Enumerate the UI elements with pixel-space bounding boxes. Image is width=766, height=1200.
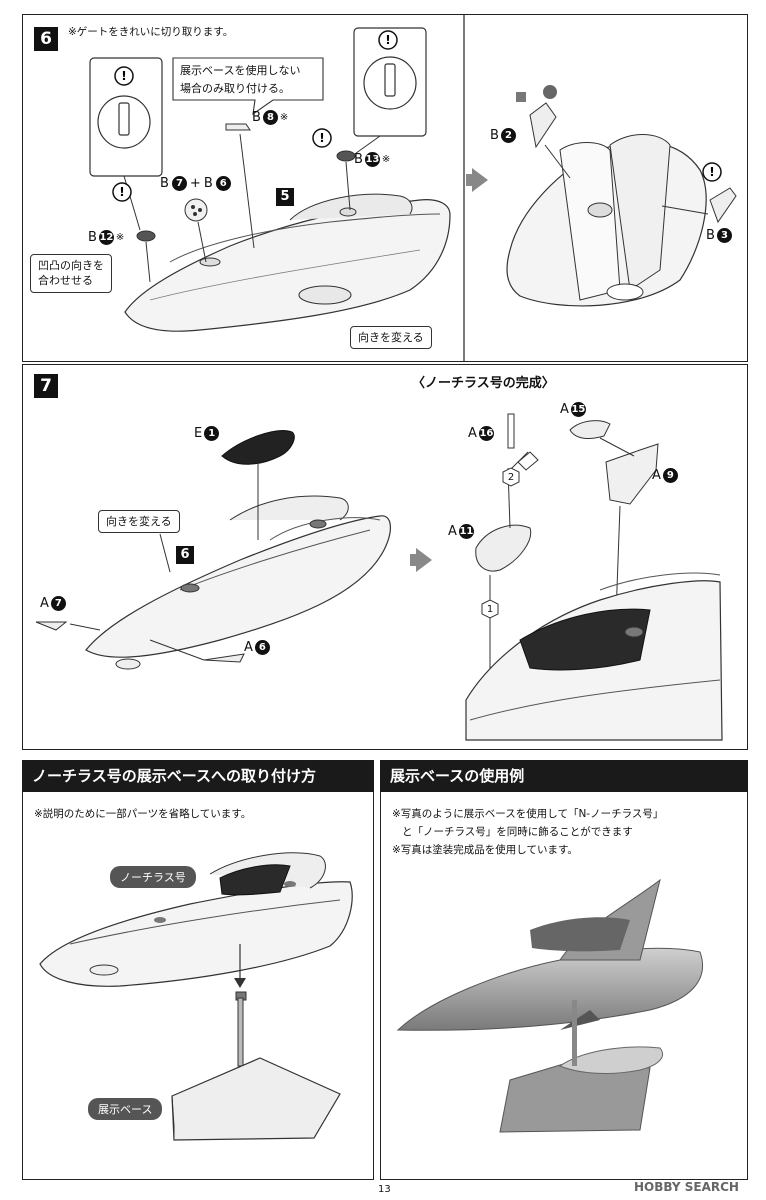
warning-icon: ! <box>121 69 126 83</box>
step6-divider <box>463 14 465 362</box>
completion-title: 〈ノーチラス号の完成〉 <box>412 376 555 391</box>
base-attach-header: ノーチラス号の展示ベースへの取り付け方 <box>22 760 374 792</box>
warning-icon: ! <box>119 185 124 199</box>
base-example-header: 展示ベースの使用例 <box>380 760 748 792</box>
order-marker-1: 1 <box>486 604 494 615</box>
base-attach-note: ※説明のために一部パーツを省略しています。 <box>34 808 252 820</box>
callout-turn-6: 向きを変える <box>350 326 432 350</box>
base-attach-diagram <box>39 852 353 1141</box>
step6-number: 6 <box>34 27 58 51</box>
base-example-note-1: ※写真のように展示ベースを使用して「N-ノーチラス号」 <box>392 808 664 820</box>
step6-ref-5: 5 <box>280 189 290 204</box>
tag-display-base: 展示ベース <box>88 1098 163 1120</box>
base-example-note-3: ※写真は塗装完成品を使用しています。 <box>392 844 578 856</box>
tag-nautilus: ノーチラス号 <box>110 866 196 888</box>
callout-turn-7: 向きを変える <box>98 510 180 534</box>
step6-right-diagram: ! <box>466 85 737 307</box>
warning-icon: ! <box>319 131 324 145</box>
step6-gate-note: ※ゲートをきれいに切り取ります。 <box>68 26 234 38</box>
step7-number: 7 <box>34 374 58 398</box>
watermark: HOBBY SEARCH <box>634 1180 739 1194</box>
page-number: 13 <box>378 1184 391 1195</box>
base-example-note-2: と「ノーチラス号」を同時に飾ることができます <box>402 826 633 838</box>
warning-icon: ! <box>709 165 714 179</box>
order-marker-2: 2 <box>507 472 515 483</box>
callout-base-only-line2: 場合のみ取り付ける。 <box>180 82 290 95</box>
callout-align: 凹凸の向きを 合わせせる <box>30 254 112 293</box>
warning-icon: ! <box>385 33 390 47</box>
step7-ref-6: 6 <box>180 547 190 562</box>
callout-base-only-line1: 展示ベースを使用しない <box>180 64 301 77</box>
step7-diagram <box>35 413 723 741</box>
step6-left-diagram: ! ! ! ! <box>89 27 451 332</box>
